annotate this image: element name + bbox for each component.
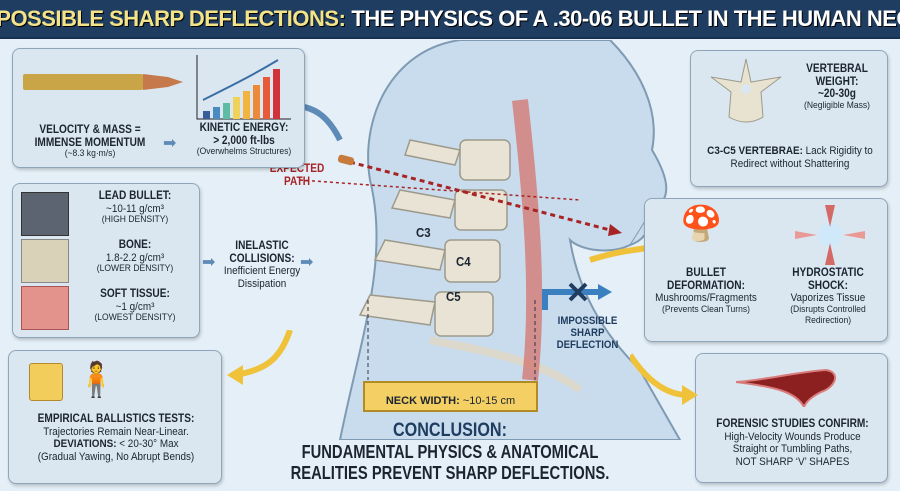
momentum-panel: VELOCITY & MASS = IMMENSE MOMENTUM (~8.3… [12, 48, 305, 168]
vertebral-panel: VERTEBRAL WEIGHT: ~20-30g (Negligible Ma… [690, 50, 888, 187]
human-figure-icon: 🧍 [75, 361, 118, 399]
neck-width-ruler: NECK WIDTH: ~10-15 cm [363, 381, 538, 412]
arrow-right-icon: ➡ [300, 254, 314, 271]
neck-width-value: ~10-15 cm [462, 395, 516, 407]
deformation-text: BULLET DEFORMATION: Mushrooms/Fragments … [655, 267, 757, 315]
inelastic-text: INELASTIC COLLISIONS: Inefficient Energy… [223, 240, 301, 290]
lead-cube-icon [21, 192, 69, 236]
bar-growth-icon [196, 55, 291, 120]
density-item: SOFT TISSUE:~1 g/cm³(LOWEST DENSITY) [94, 288, 176, 324]
density-panel: LEAD BULLET:~10-11 g/cm³(HIGH DENSITY) B… [12, 183, 200, 338]
forensic-text: FORENSIC STUDIES CONFIRM: High-Velocity … [716, 418, 869, 468]
density-item: BONE:1.8-2.2 g/cm³(LOWER DENSITY) [96, 239, 174, 275]
impossible-label: IMPOSSIBLE SHARP DEFLECTION [556, 315, 619, 352]
arrow-right-icon: ➡ [163, 135, 177, 152]
momentum-text: VELOCITY & MASS = IMMENSE MOMENTUM (~8.3… [34, 124, 146, 160]
gel-block-icon [29, 363, 63, 401]
cervical-spine [358, 139, 583, 394]
mushroom-bullet-icon: 🍄 [680, 205, 723, 243]
title-rest: THE PHYSICS OF A .30-06 BULLET IN THE HU… [351, 5, 900, 31]
hydrostatic-text: HYDROSTATIC SHOCK: Vaporizes Tissue (Dis… [790, 267, 866, 326]
conclusion-body: FUNDAMENTAL PHYSICS & ANATOMICAL REALITI… [290, 442, 610, 483]
neck-width-label: NECK WIDTH: [385, 395, 460, 407]
yellow-arrow-icon [227, 330, 293, 385]
forensic-panel: FORENSIC STUDIES CONFIRM: High-Velocity … [695, 353, 888, 483]
title-highlight: IMPOSSIBLE SHARP DEFLECTIONS: [0, 5, 346, 31]
conclusion: CONCLUSION: FUNDAMENTAL PHYSICS & ANATOM… [240, 420, 660, 483]
density-item: LEAD BULLET:~10-11 g/cm³(HIGH DENSITY) [98, 190, 172, 226]
yellow-arrow-icon [630, 353, 698, 405]
impossible-deflection: IMPOSSIBLE SHARP DEFLECTION [540, 280, 635, 351]
vertebra-label-c3: C3 [415, 225, 431, 240]
empirical-panel: 🧍 EMPIRICAL BALLISTICS TESTS: Trajectori… [8, 350, 222, 484]
neck-illustration [280, 40, 682, 440]
vertebra-label-c5: C5 [445, 289, 461, 304]
title-bar: IMPOSSIBLE SHARP DEFLECTIONS: THE PHYSIC… [0, 0, 900, 39]
shock-burst-icon [795, 205, 865, 265]
bone-cube-icon [21, 239, 69, 283]
effects-panel: 🍄 BULLET DEFORMATION: Mushrooms/Fragment… [644, 198, 888, 342]
neck-muscle [512, 99, 543, 381]
conclusion-heading: CONCLUSION: [393, 420, 507, 441]
crossed-arrow-icon [542, 282, 612, 310]
wound-track-icon [736, 368, 836, 407]
bullet-icon [337, 154, 355, 166]
vertebra-icon [710, 58, 782, 123]
vertebral-weight: VERTEBRAL WEIGHT: ~20-30g (Negligible Ma… [803, 63, 871, 111]
c3c5-text: C3-C5 VERTEBRAE: Lack Rigidity to Redire… [707, 145, 873, 170]
arrow-right-icon: ➡ [202, 254, 216, 271]
head-neck-silhouette [338, 40, 682, 440]
rifle-cartridge-icon [23, 74, 183, 90]
tissue-cube-icon [21, 286, 69, 330]
energy-text: KINETIC ENERGY: > 2,000 ft-lbs (Overwhel… [196, 122, 292, 158]
empirical-text: EMPIRICAL BALLISTICS TESTS: Trajectories… [37, 413, 195, 463]
vertebra-label-c4: C4 [455, 254, 471, 269]
